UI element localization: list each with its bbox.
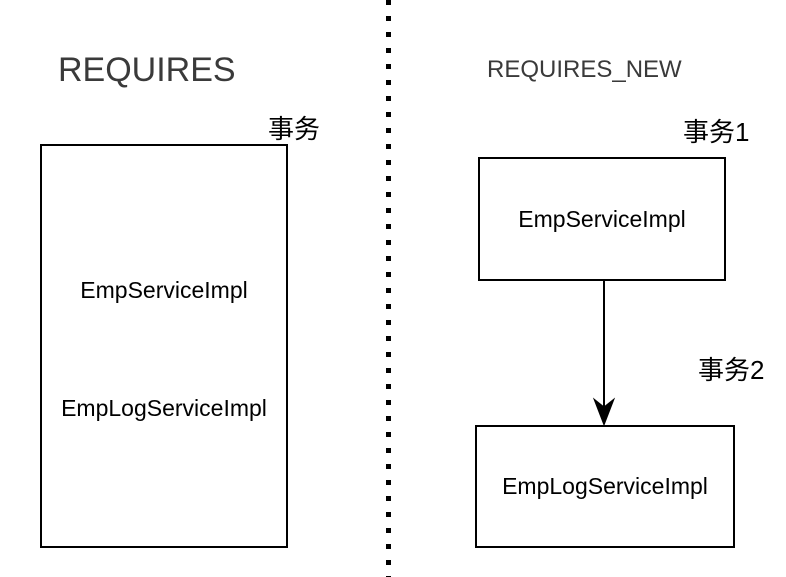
right-emp-log-service-label: EmpLogServiceImpl (502, 473, 708, 499)
left-box-emp-log-service-label: EmpLogServiceImpl (61, 395, 267, 421)
dotted-divider-line (386, 0, 391, 577)
right-emp-service-box: EmpServiceImpl (478, 157, 726, 281)
right-transaction1-label: 事务1 (683, 117, 750, 147)
right-emp-log-service-box: EmpLogServiceImpl (475, 425, 735, 548)
down-arrow-icon (592, 281, 616, 427)
left-panel-title: REQUIRES (58, 51, 236, 89)
right-emp-service-label: EmpServiceImpl (518, 205, 686, 232)
right-panel-title: REQUIRES_NEW (487, 56, 682, 83)
right-transaction2-label: 事务2 (698, 355, 765, 385)
left-box-emp-service-label: EmpServiceImpl (80, 277, 248, 303)
left-transaction-box: EmpServiceImpl EmpLogServiceImpl (40, 144, 288, 548)
left-transaction-label: 事务 (268, 114, 321, 144)
